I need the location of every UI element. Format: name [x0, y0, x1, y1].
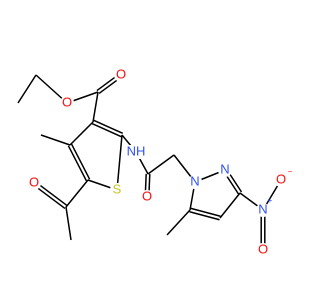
- pyrazole-n1-atom: N: [188, 173, 202, 189]
- nitro-n-label: N: [258, 201, 267, 216]
- thiophene-s-atom: S: [110, 181, 124, 197]
- pyrazole-n2-atom: N: [218, 161, 232, 177]
- thiophene-s-label: S: [113, 181, 122, 196]
- amide-o-atom: O: [140, 188, 154, 204]
- nitro-o-minus-label: O: [276, 171, 286, 186]
- structure-diagram: O O NH O S O N: [17, 66, 293, 257]
- acetyl-methyl-bond: [65, 206, 72, 241]
- acetyl-bond: [65, 179, 89, 208]
- amide-o-label: O: [142, 188, 152, 203]
- pyrazole-n2-label: N: [220, 161, 229, 176]
- pyrazole-c4-c5-bond: [189, 207, 221, 221]
- pyrazole-methyl-bond: [166, 209, 191, 236]
- ethyl-ch3-bond: [17, 74, 37, 104]
- amide-ch2-bond: [147, 154, 175, 175]
- ring-c4-c3-bond: [69, 121, 94, 146]
- atom-label-layer: O O NH O S O N: [27, 66, 293, 257]
- nitro-n-atom: N +: [256, 196, 273, 217]
- molecule-svg: O O NH O S O N: [17, 66, 293, 257]
- nitro-o-charge: −: [288, 167, 293, 176]
- nitro-o-double-label: O: [258, 241, 268, 256]
- acetyl-o-label: O: [29, 174, 39, 189]
- nitro-o-minus-atom: O −: [274, 167, 293, 187]
- bond-layer: [17, 72, 282, 250]
- ring-c2-s-bond: [116, 134, 123, 191]
- ester-o-double-atom: O: [114, 66, 128, 82]
- ring-c5-c4-bond: [67, 143, 91, 182]
- pyrazole-n1-label: N: [190, 173, 199, 188]
- ester-o-double-label: O: [116, 66, 126, 81]
- amide-nh-label: NH: [127, 143, 146, 158]
- ring-methyl-bond: [40, 134, 71, 146]
- ring-c3-c2-bond: [91, 119, 124, 138]
- ester-o-single-label: O: [62, 94, 72, 109]
- nitro-n-charge: +: [268, 196, 273, 205]
- amide-nh-atom: NH: [126, 143, 146, 159]
- nitro-o-double-atom: O: [256, 241, 270, 257]
- acetyl-o-atom: O: [27, 174, 41, 190]
- ester-ring-bond: [92, 91, 99, 123]
- ester-o-single-atom: O: [60, 94, 74, 110]
- pyrazole-c3-c4-bond: [219, 192, 241, 219]
